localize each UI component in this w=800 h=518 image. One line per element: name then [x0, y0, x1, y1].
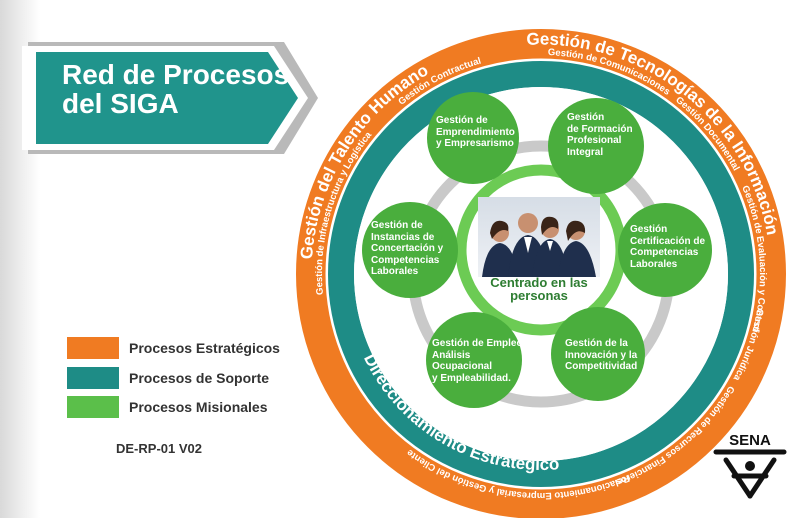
sena-logo: SENA [713, 432, 787, 499]
node-label-certificacion: Gestión Certificación de Competencias La… [630, 224, 706, 270]
node-formacion [548, 98, 644, 194]
title-banner [22, 42, 318, 154]
node-instancias [362, 202, 458, 298]
node-empleo [426, 312, 522, 408]
legend-swatch-teal [67, 367, 119, 389]
outer-ring [296, 29, 786, 518]
svg-text:SENA: SENA [729, 432, 771, 449]
node-emprendimiento [427, 92, 519, 184]
node-label-instancias: Gestión de Instancias de Concertación y … [371, 220, 444, 277]
legend-swatch-orange [67, 337, 119, 359]
support-ring [328, 61, 754, 487]
people-photo [478, 197, 600, 277]
node-label-empleo: Gestión de Empleo, Análisis Ocupacional … [432, 338, 526, 384]
page-title: Red de Procesos del SIGA [62, 59, 290, 119]
node-certificacion [618, 203, 712, 297]
legend-label: Procesos Misionales [129, 399, 268, 415]
node-label-formacion: Gestión de Formación Profesional Integra… [567, 112, 633, 158]
legend-label: Procesos de Soporte [129, 370, 270, 386]
legend-label: Procesos Estratégicos [129, 340, 280, 356]
node-label-emprendimiento: Gestión de Emprendimiento y Empresarismo [436, 115, 515, 149]
document-code: DE-RP-01 V02 [116, 441, 202, 456]
node-label-innovacion: Gestión de la Innovación y la Competitiv… [565, 338, 638, 372]
center-label: Centrado en las personas [490, 275, 588, 303]
legend-swatch-green [67, 396, 119, 418]
node-innovacion [551, 307, 645, 401]
